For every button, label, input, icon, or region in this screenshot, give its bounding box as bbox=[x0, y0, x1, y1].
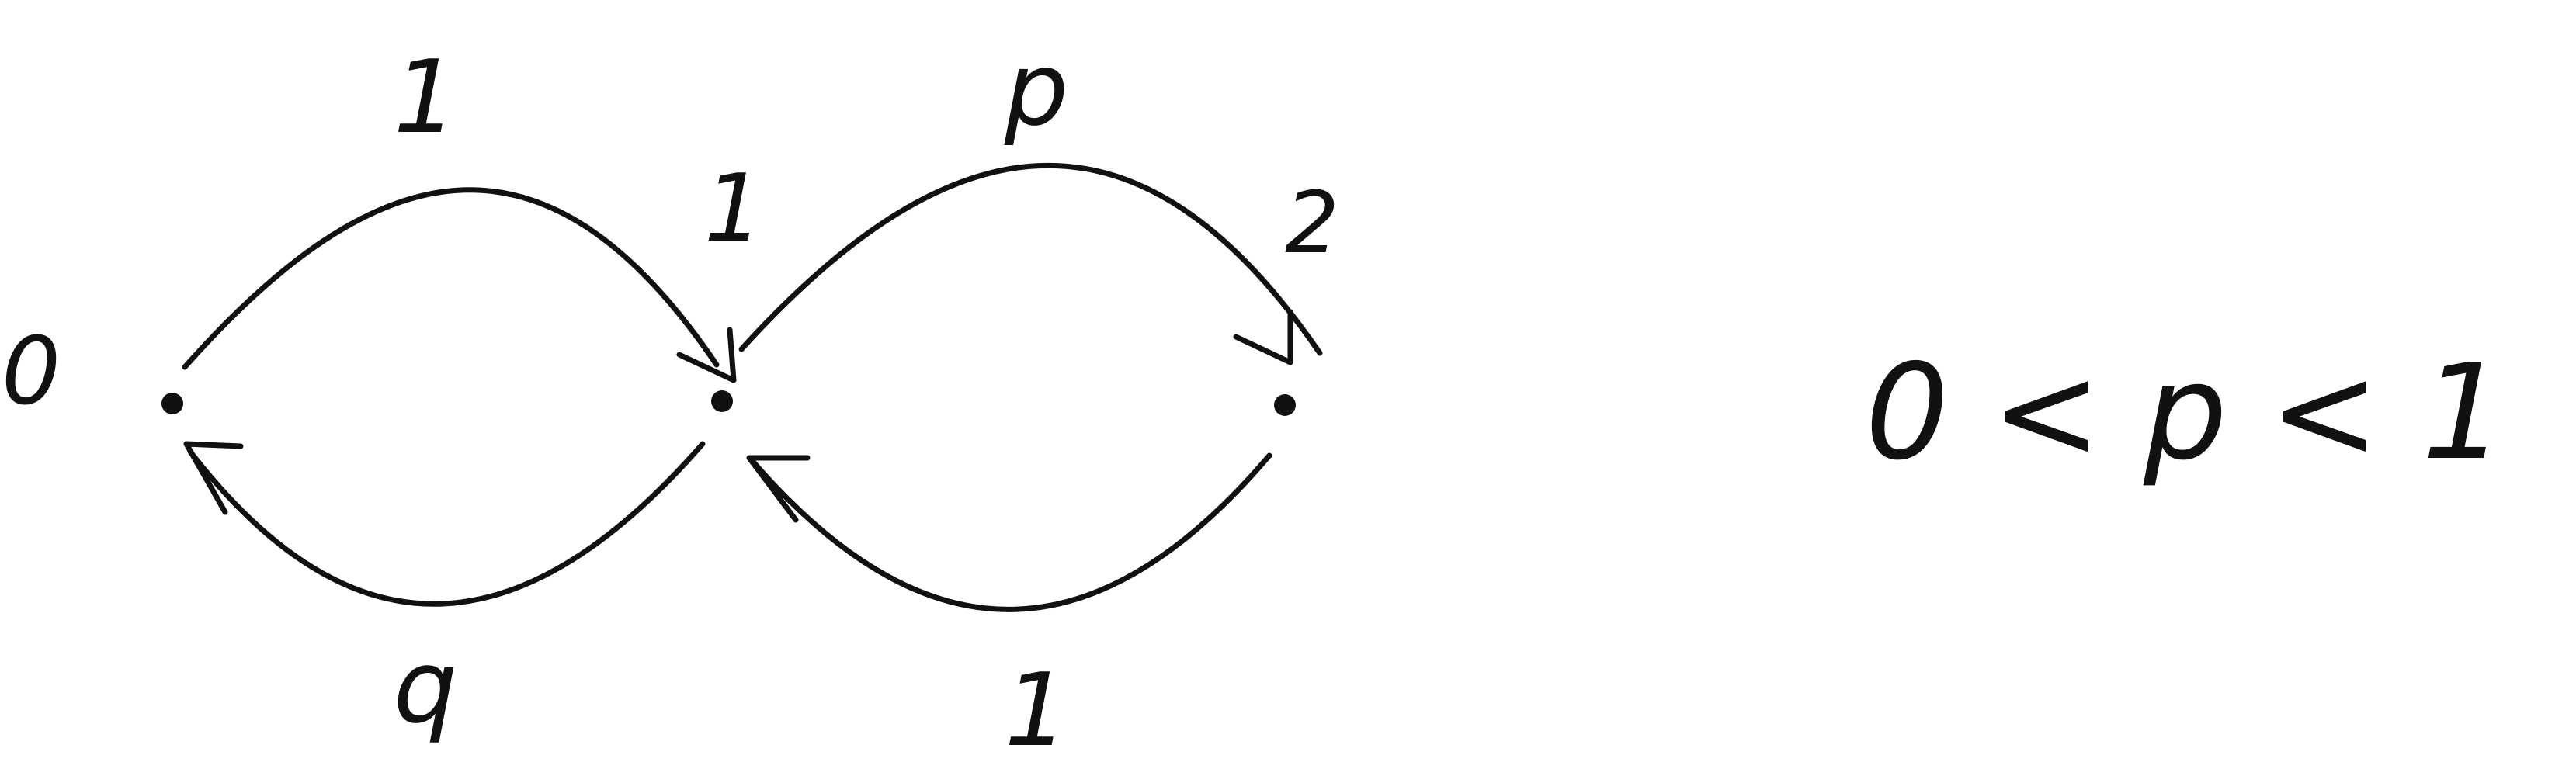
state-node-2 bbox=[1274, 394, 1296, 416]
edge-2-to-1 bbox=[750, 452, 1272, 612]
edge-label-2-to-1: 1 bbox=[1005, 651, 1069, 769]
state-node-1 bbox=[711, 390, 733, 412]
state-label-0: 0 bbox=[2, 318, 61, 426]
state-label-1: 1 bbox=[704, 155, 763, 263]
state-node-0 bbox=[161, 393, 183, 414]
edge-1-to-0 bbox=[187, 441, 706, 607]
edge-1-to-0-arrowhead bbox=[183, 441, 244, 515]
edge-1-to-2-arrowhead bbox=[1233, 309, 1293, 365]
edge-0-to-1-arrowhead bbox=[676, 327, 737, 383]
edge-1-to-2 bbox=[738, 162, 1323, 356]
edge-label-1-to-2: p bbox=[1004, 30, 1069, 148]
constraint-text: 0 < p < 1 bbox=[1865, 336, 2505, 490]
edge-0-to-1 bbox=[182, 187, 720, 370]
state-label-2: 2 bbox=[1285, 173, 1339, 272]
edge-label-1-to-0: q bbox=[394, 628, 458, 746]
edge-2-to-1-arrowhead bbox=[746, 455, 811, 523]
edge-label-0-to-1: 1 bbox=[394, 38, 458, 156]
